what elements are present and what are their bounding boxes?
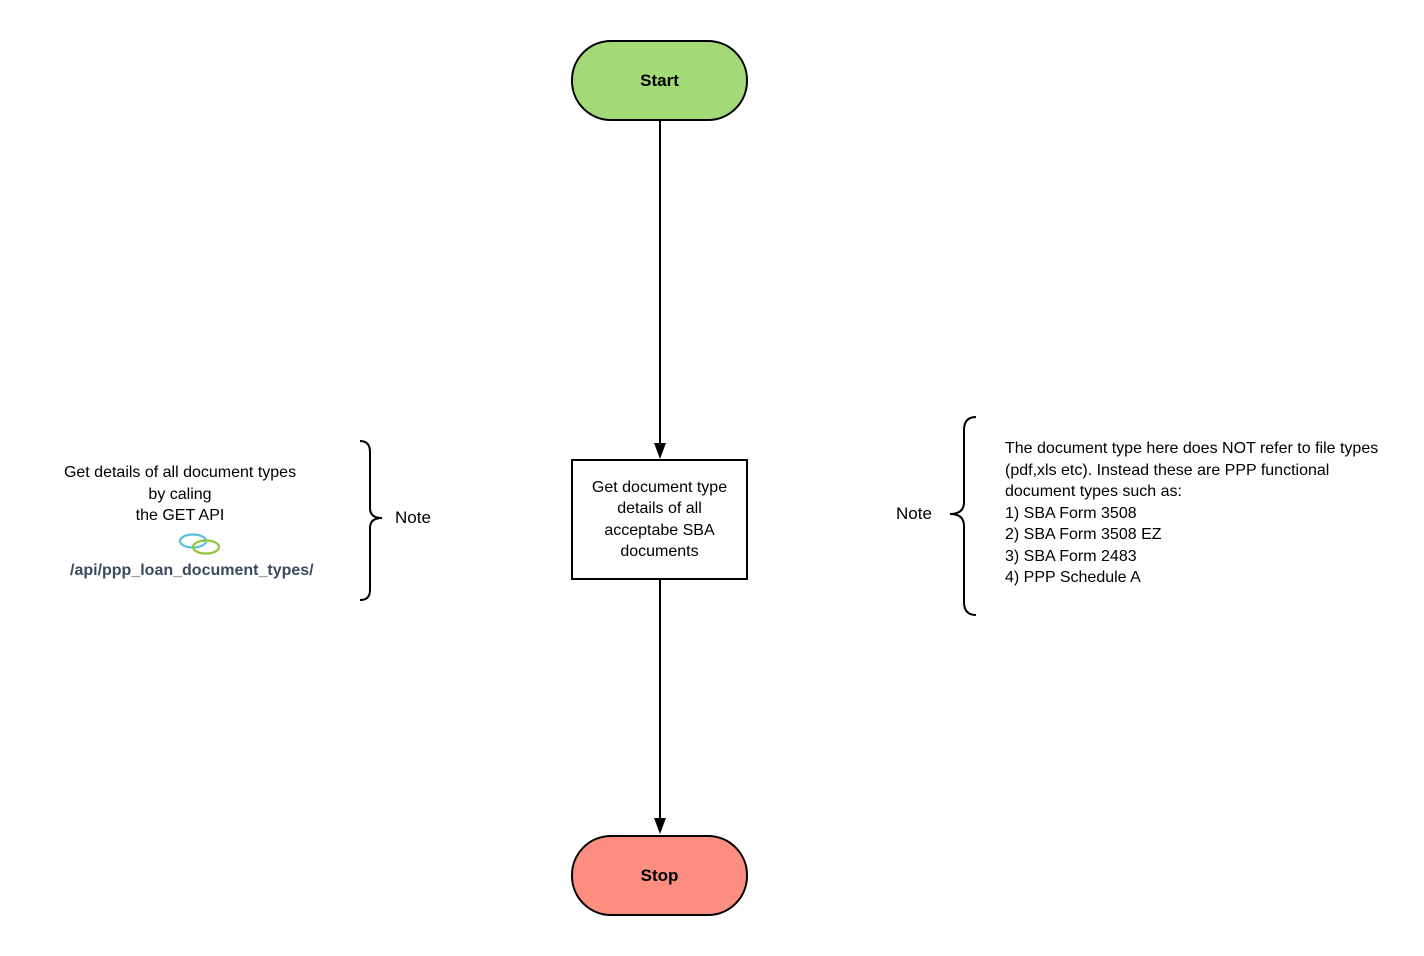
stop-terminal[interactable]: Stop [571, 835, 748, 916]
left-note-text: Get details of all document types by cal… [30, 462, 330, 557]
right-note-text: The document type here does NOT refer to… [1005, 438, 1395, 589]
start-terminal[interactable]: Start [571, 40, 748, 121]
right-note-item: 3) SBA Form 2483 [1005, 547, 1137, 565]
left-note-label: Note [395, 508, 431, 527]
stop-label: Stop [640, 865, 679, 885]
arrowhead-process [654, 443, 666, 459]
left-note-line: Get details of all document types [63, 464, 297, 481]
right-note-item: 4) PPP Schedule A [1005, 569, 1141, 586]
right-note-brace [949, 416, 977, 616]
right-note-intro: The document type here does NOT refer to… [1005, 440, 1379, 500]
right-note-item: 2) SBA Form 3508 EZ [1005, 526, 1162, 543]
left-note-brace [359, 440, 383, 601]
process-label: Get document type details of all accepta… [591, 478, 728, 561]
start-label: Start [640, 70, 679, 90]
chain-link-icon[interactable] [177, 532, 223, 556]
process-box[interactable]: Get document type details of all accepta… [571, 459, 748, 580]
right-note-item: 1) SBA Form 3508 [1005, 504, 1137, 522]
api-path-link[interactable]: /api/ppp_loan_document_types/ [70, 562, 314, 579]
right-note-label: Note [896, 504, 932, 523]
left-note-line: the GET API [135, 507, 225, 524]
arrowhead-stop [654, 818, 666, 834]
left-note-line: by caling [148, 485, 212, 503]
